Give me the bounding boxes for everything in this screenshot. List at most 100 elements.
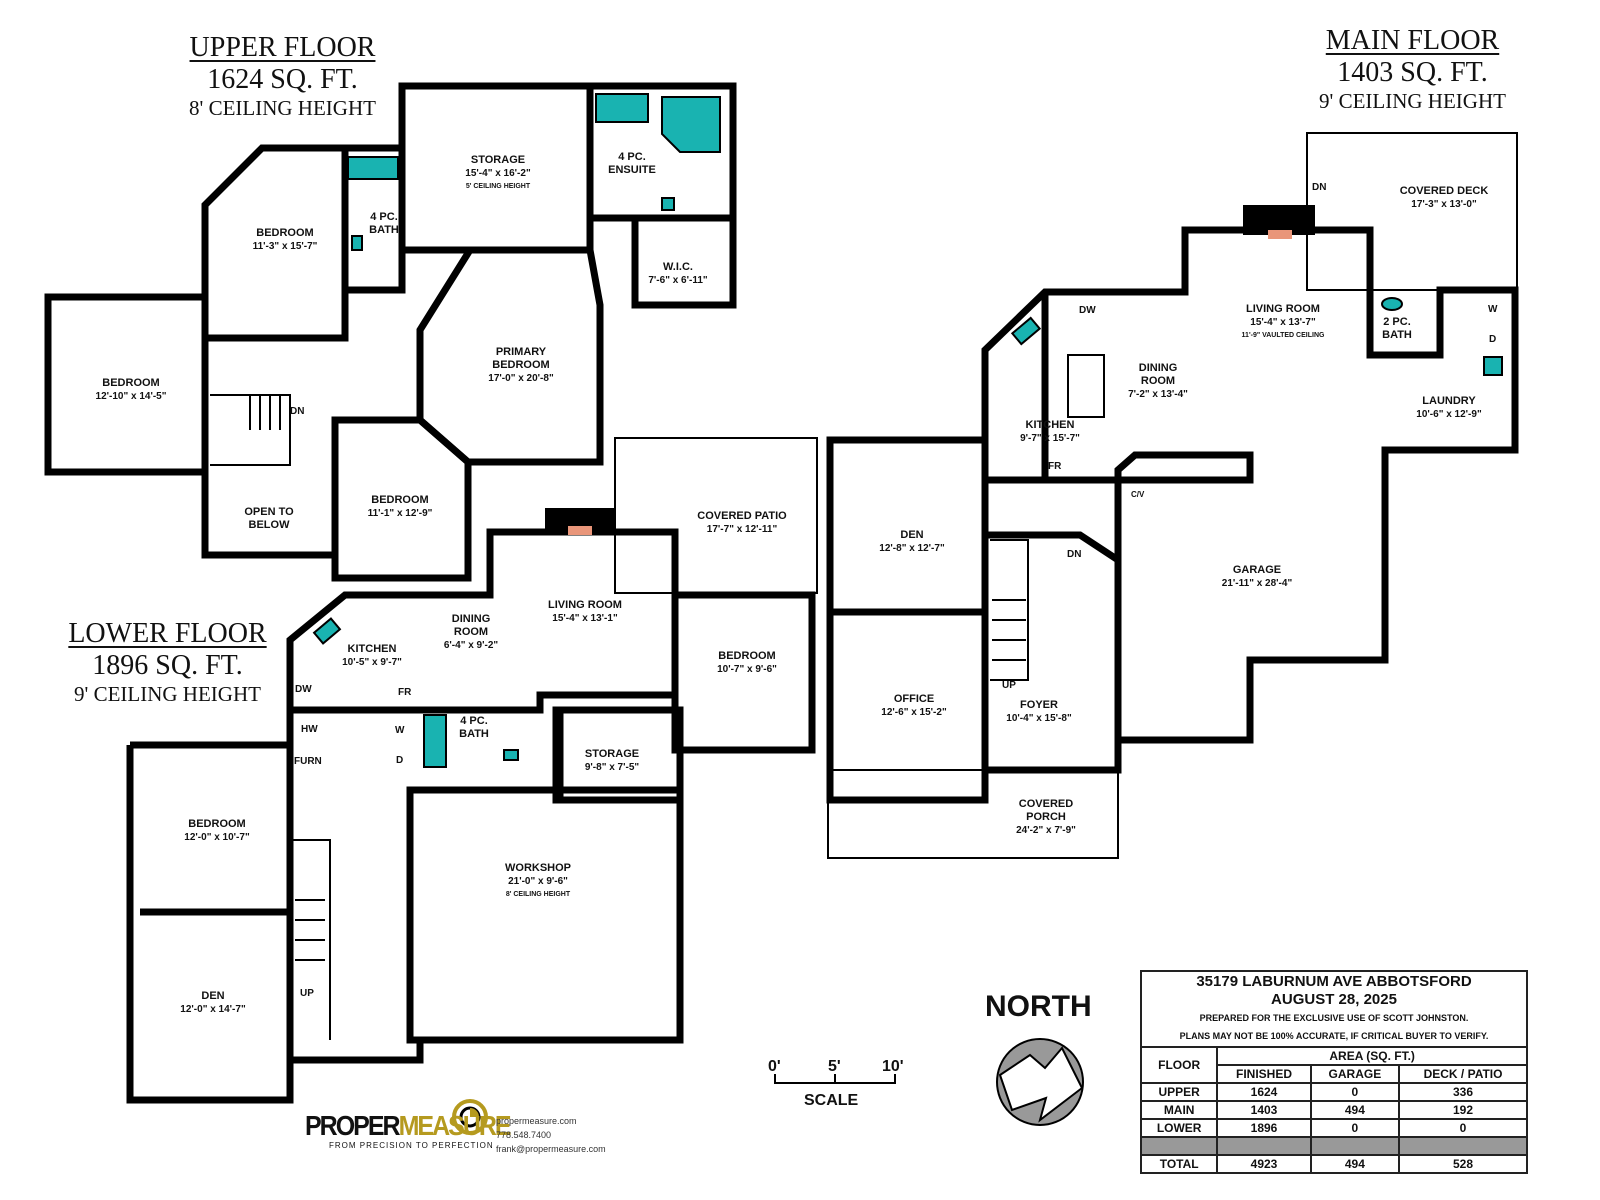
- room-name: DEN: [201, 990, 225, 1002]
- floor-name: UPPER FLOOR: [189, 32, 376, 63]
- room-name: COVERED PATIO: [697, 510, 787, 522]
- room-label: PRIMARY BEDROOM 17'-0" x 20'-8": [471, 346, 571, 385]
- room-label: BEDROOM 12'-10" x 14'-5": [96, 377, 167, 403]
- room-name: BEDROOM: [102, 377, 160, 389]
- cell: 0: [1309, 1082, 1401, 1102]
- room-note: 5' CEILING HEIGHT: [465, 183, 531, 190]
- room-label: GARAGE 21'-11" x 28'-4": [1222, 564, 1292, 590]
- room-dims: 12'-10" x 14'-5": [95, 391, 167, 402]
- website-link[interactable]: propermeasure.com: [496, 1116, 577, 1126]
- fridge-label: FR: [398, 687, 412, 698]
- room-note: 11'-9" VAULTED CEILING: [1241, 332, 1325, 339]
- room-dims: 10'-7" x 9'-6": [717, 664, 777, 675]
- brand-name-b: MEASURE: [398, 1110, 512, 1142]
- room-dims: 11'-1" x 12'-9": [367, 508, 433, 519]
- room-name: BEDROOM: [256, 227, 314, 239]
- room-dims: 7'-2" x 13'-4": [1128, 389, 1188, 400]
- contact-info: propermeasure.com 778.548.7400 frank@pro…: [496, 1114, 606, 1156]
- stair-down-label: DN: [1312, 182, 1327, 193]
- room-label: OPEN TO BELOW: [234, 506, 304, 532]
- room-label: 4 PC. ENSUITE: [607, 151, 657, 177]
- cell: TOTAL: [1139, 1154, 1219, 1174]
- room-name: 4 PC. ENSUITE: [608, 151, 656, 176]
- room-dims: 12'-0" x 10'-7": [184, 832, 250, 843]
- room-dims: 12'-8" x 12'-7": [879, 543, 945, 554]
- stair-up-label: UP: [300, 988, 314, 999]
- cell: 336: [1398, 1082, 1528, 1102]
- room-dims: 9'-8" x 7'-5": [584, 762, 640, 773]
- room-dims: 15'-4" x 13'-7": [1250, 317, 1316, 328]
- room-name: GARAGE: [1232, 564, 1282, 576]
- col-area: AREA (SQ. FT.): [1216, 1046, 1528, 1066]
- room-dims: 21'-11" x 28'-4": [1221, 578, 1293, 589]
- scale-label: SCALE: [804, 1092, 859, 1109]
- room-name: BEDROOM: [718, 650, 776, 662]
- scale-tick: 0': [768, 1058, 781, 1075]
- col-finished: FINISHED: [1216, 1064, 1312, 1084]
- room-dims: 10'-5" x 9'-7": [342, 657, 402, 668]
- logo-target-icon: [452, 1099, 488, 1135]
- area-summary-table: 35179 LABURNUM AVE ABBOTSFORD AUGUST 28,…: [1139, 970, 1528, 1174]
- stair-down-label: DN: [1067, 549, 1082, 560]
- date: AUGUST 28, 2025: [1271, 991, 1397, 1008]
- room-dims: 17'-0" x 20'-8": [488, 373, 554, 384]
- floor-area: 1403 SQ. FT.: [1337, 57, 1488, 88]
- room-dims: 17'-7" x 12'-11": [706, 524, 778, 535]
- address: 35179 LABURNUM AVE ABBOTSFORD: [1196, 973, 1472, 990]
- room-dims: 10'-6" x 12'-9": [1416, 409, 1482, 420]
- col-garage: GARAGE: [1309, 1064, 1401, 1084]
- cell: 528: [1398, 1154, 1528, 1174]
- room-dims: 7'-6" x 6'-11": [648, 275, 708, 286]
- north-label: NORTH: [985, 990, 1092, 1023]
- cell: MAIN: [1139, 1100, 1219, 1120]
- cell: 0: [1309, 1118, 1401, 1138]
- room-name: OPEN TO BELOW: [244, 506, 294, 531]
- stair-down-label: DN: [290, 406, 305, 417]
- room-dims: 15'-4" x 13'-1": [552, 613, 618, 624]
- room-label: COVERED PATIO 17'-7" x 12'-11": [697, 510, 787, 536]
- room-dims: 12'-0" x 14'-7": [180, 1004, 246, 1015]
- cell: 4923: [1216, 1154, 1312, 1174]
- room-name: 4 PC. BATH: [369, 211, 399, 236]
- cell: LOWER: [1139, 1118, 1219, 1138]
- dryer-label: D: [396, 755, 404, 766]
- room-note: 8' CEILING HEIGHT: [505, 891, 571, 898]
- room-name: FOYER: [1020, 699, 1058, 711]
- room-label: 2 PC. BATH: [1379, 316, 1415, 342]
- room-name: PRIMARY BEDROOM: [492, 346, 550, 371]
- room-dims: 12'-6" x 15'-2": [881, 707, 947, 718]
- lower-floor-title: LOWER FLOOR 1896 SQ. FT. 9' CEILING HEIG…: [55, 618, 280, 707]
- floor-area: 1624 SQ. FT.: [207, 64, 358, 95]
- dryer-label: D: [1489, 334, 1497, 345]
- room-name: KITCHEN: [1025, 419, 1075, 431]
- stair-up-label: UP: [1002, 680, 1016, 691]
- room-name: 4 PC. BATH: [459, 715, 489, 740]
- cell: 1896: [1216, 1118, 1312, 1138]
- phone: 778.548.7400: [496, 1130, 552, 1140]
- email-link[interactable]: frank@propermeasure.com: [496, 1144, 606, 1154]
- room-dims: 10'-4" x 15'-8": [1006, 713, 1072, 724]
- central-vac-label: C/V: [1131, 490, 1145, 499]
- cell: 192: [1398, 1100, 1528, 1120]
- room-name: WORKSHOP: [505, 862, 571, 874]
- room-dims: 6'-4" x 9'-2": [443, 640, 499, 651]
- room-name: COVERED PORCH: [1018, 798, 1074, 823]
- cell: 494: [1309, 1100, 1401, 1120]
- room-label: BEDROOM 10'-7" x 9'-6": [717, 650, 777, 676]
- room-name: 2 PC. BATH: [1382, 316, 1412, 341]
- cell: 0: [1398, 1118, 1528, 1138]
